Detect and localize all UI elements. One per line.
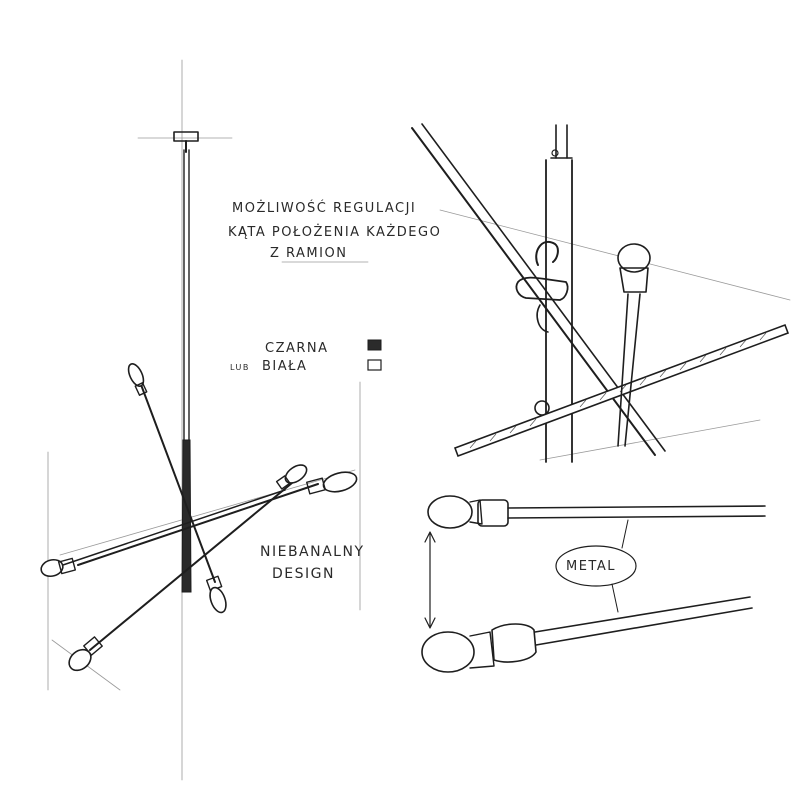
detail-bulb-lower bbox=[421, 596, 753, 673]
bulb-left bbox=[40, 557, 77, 578]
arm-1 bbox=[139, 381, 216, 583]
bulb-right-upper bbox=[275, 464, 308, 490]
material-label: METAL bbox=[566, 559, 616, 574]
option-or-label: LUB bbox=[230, 363, 250, 372]
adjustment-line-1: MOŻLIWOŚĆ REGULACJI bbox=[232, 200, 416, 216]
joint-detail-view bbox=[411, 123, 791, 463]
dimension-arrow bbox=[424, 531, 436, 629]
bulb-bottom-right bbox=[205, 575, 227, 614]
joint-collar bbox=[515, 276, 569, 301]
design-note: NIEBANALNY DESIGN bbox=[260, 544, 365, 582]
color-options: CZARNA LUB BIAŁA bbox=[230, 339, 382, 374]
arm-2 bbox=[77, 483, 319, 566]
design-line-2: DESIGN bbox=[272, 566, 335, 582]
diagonal-arm-1 bbox=[411, 127, 656, 456]
option-white-label: BIAŁA bbox=[262, 359, 307, 374]
arm-3 bbox=[59, 489, 286, 567]
white-swatch bbox=[367, 359, 382, 371]
arm-4 bbox=[89, 477, 299, 651]
design-line-1: NIEBANALNY bbox=[260, 544, 365, 560]
adjustment-note: MOŻLIWOŚĆ REGULACJI KĄTA POŁOŻENIA KAŻDE… bbox=[228, 200, 441, 263]
bulb-top bbox=[127, 363, 148, 396]
adjustment-line-3: Z RAMION bbox=[270, 246, 347, 261]
bulb-detail-view: METAL bbox=[421, 495, 766, 673]
bulb-right bbox=[306, 471, 358, 495]
black-swatch bbox=[367, 339, 382, 351]
central-body bbox=[181, 439, 192, 593]
brush-bulb-upright bbox=[617, 243, 651, 447]
option-black-label: CZARNA bbox=[265, 341, 329, 356]
adjustment-hook bbox=[535, 241, 559, 266]
ceiling-canopy bbox=[173, 131, 199, 142]
bulb-bottom-left bbox=[68, 636, 103, 672]
full-lamp-view bbox=[40, 59, 361, 781]
material-callout: METAL bbox=[555, 519, 637, 613]
adjustment-line-2: KĄTA POŁOŻENIA KAŻDEGO bbox=[228, 224, 441, 240]
detail-bulb-upper bbox=[427, 495, 766, 529]
